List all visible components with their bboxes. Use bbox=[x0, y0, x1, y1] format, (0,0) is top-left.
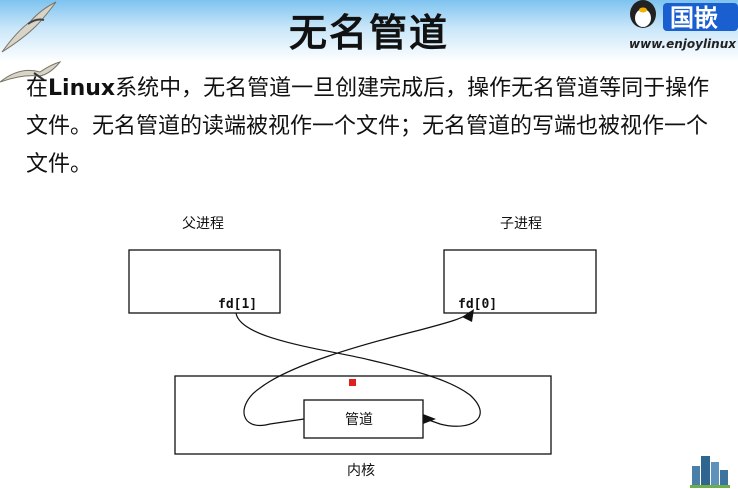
paragraph-part2: 系统中，无名管道一旦创建完成后，操作无名管道等同于操作文件。无名管道的读端被视作… bbox=[26, 76, 710, 177]
kernel-label: 内核 bbox=[347, 463, 375, 479]
child-process-box bbox=[443, 249, 597, 314]
child-process-label: 子进程 bbox=[500, 216, 542, 232]
header-band bbox=[0, 0, 738, 62]
seagull-icon bbox=[1, 1, 57, 53]
read-flow-line bbox=[243, 311, 471, 426]
pipe-box bbox=[303, 399, 424, 439]
write-flow-line bbox=[235, 312, 481, 427]
child-fd-label: fd[0] bbox=[458, 297, 497, 312]
read-arrowhead-icon bbox=[462, 309, 474, 322]
seagull-icon bbox=[0, 61, 62, 83]
pipe-label: 管道 bbox=[345, 412, 373, 428]
write-arrowhead-icon bbox=[423, 414, 436, 424]
paragraph-linux: Linux bbox=[48, 76, 116, 101]
red-marker bbox=[349, 379, 356, 386]
buildings-icon bbox=[690, 456, 730, 488]
logo-text: 国嵌 bbox=[670, 4, 718, 32]
parent-fd-label: fd[1] bbox=[218, 297, 257, 312]
penguin-logo-icon: 国嵌 bbox=[630, 0, 738, 32]
body-paragraph: 在Linux系统中，无名管道一旦创建完成后，操作无名管道等同于操作文件。无名管道… bbox=[26, 70, 726, 184]
slide-title: 无名管道 bbox=[288, 10, 449, 55]
site-url[interactable]: www.enjoylinux bbox=[629, 37, 736, 51]
paragraph-part1: 在 bbox=[26, 76, 49, 101]
parent-process-box bbox=[128, 249, 281, 314]
parent-process-label: 父进程 bbox=[182, 216, 224, 232]
